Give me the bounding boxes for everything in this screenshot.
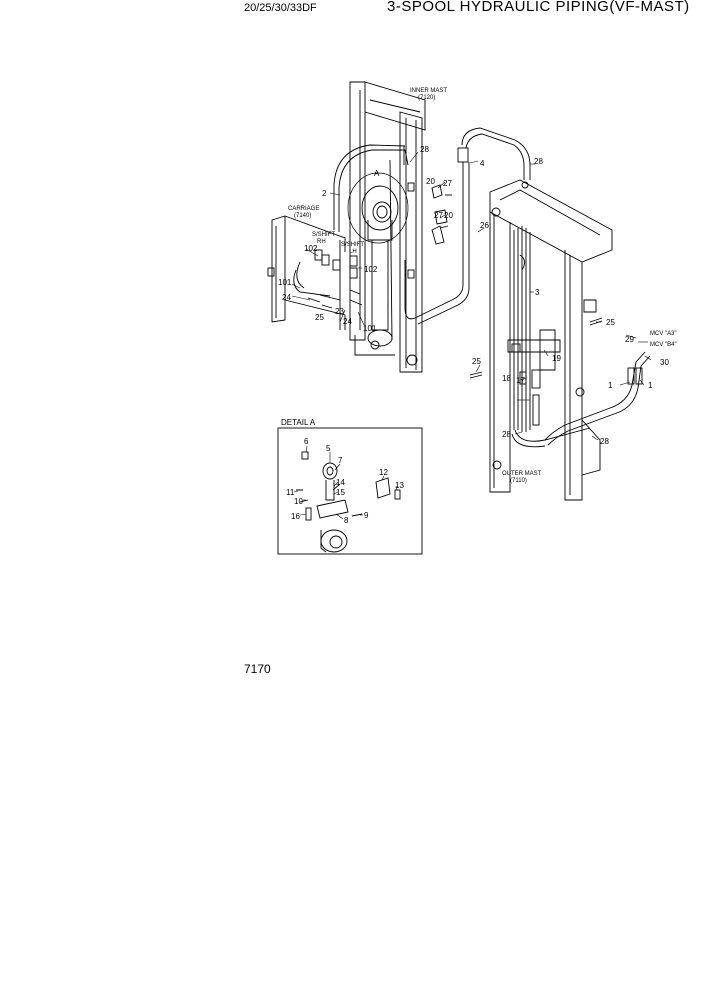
lift-hose-bundle-3: [513, 226, 531, 432]
callout-3: 3: [535, 288, 540, 297]
callout-101: 101: [278, 278, 292, 287]
callout-27: 27: [443, 179, 452, 188]
outer-mast: [489, 179, 613, 501]
callout-28: 28: [502, 430, 511, 439]
detail-callout-5: 5: [326, 444, 331, 453]
inner-mast-code: (7120): [418, 95, 435, 101]
tilt-cylinder-upper: [361, 185, 399, 347]
callout-27: 27: [434, 211, 443, 220]
hose-1: [544, 351, 651, 446]
fittings-17-18: [507, 339, 561, 426]
detail-callout-11: 11: [286, 488, 295, 497]
detail-callout-14: 14: [336, 478, 345, 487]
detail-a-callout-circle: [347, 172, 409, 244]
callout-1: 1: [648, 381, 653, 390]
detail-callout-12: 12: [379, 468, 388, 477]
bolt-25-right: [589, 317, 603, 326]
callout-24: 24: [282, 293, 291, 302]
detail-a-callout-letter: A: [374, 169, 380, 178]
callout-20: 20: [444, 211, 453, 220]
callout-30: 30: [660, 358, 669, 367]
callout-19: 19: [552, 354, 561, 363]
callout-25: 25: [606, 318, 615, 327]
callout-28: 28: [420, 145, 429, 154]
mcv-b4-label: MCV "B4": [650, 342, 677, 348]
brackets-20-27: [431, 184, 452, 245]
sideshift-rh-side: RH: [317, 239, 326, 245]
sideshift-lh-side: LH: [349, 249, 357, 255]
mcv-a3-label: MCV "A3": [650, 331, 677, 337]
callout-4: 4: [480, 159, 485, 168]
detail-callout-8: 8: [344, 516, 349, 525]
inner-mast: [349, 81, 426, 373]
hose-4: [404, 127, 531, 325]
detail-callout-7: 7: [338, 456, 343, 465]
callout-1: 1: [608, 381, 613, 390]
carriage-label: CARRIAGE: [288, 206, 319, 212]
callout-25: 25: [472, 357, 481, 366]
page-title: 3-SPOOL HYDRAULIC PIPING(VF-MAST): [387, 0, 690, 15]
callout-29: 29: [625, 335, 634, 344]
model-number: 20/25/30/33DF: [244, 2, 317, 14]
sideshift-lh-label: S/SHIFT: [341, 242, 364, 248]
detail-a-title: DETAIL A: [281, 418, 316, 427]
detail-callout-9: 9: [364, 511, 369, 520]
carriage: [267, 215, 346, 330]
inner-mast-label: INNER MAST: [410, 88, 447, 94]
outer-mast-code: (7110): [510, 478, 527, 484]
detail-callout-10: 10: [294, 497, 303, 506]
callout-26: 26: [480, 221, 489, 230]
outer-mast-label: OUTER MAST: [502, 471, 542, 477]
hose-28-lower: [511, 427, 591, 448]
callout-24: 24: [343, 317, 352, 326]
sideshift-rh-label: S/SHIFT: [312, 232, 335, 238]
callout-17: 17: [516, 376, 525, 385]
detail-a-leaders: [293, 445, 398, 520]
callout-28: 28: [600, 437, 609, 446]
callout-20: 20: [426, 177, 435, 186]
detail-callout-15: 15: [336, 488, 345, 497]
callout-102: 102: [304, 244, 318, 253]
callout-23: 23: [335, 307, 344, 316]
sideshift-fittings: [307, 249, 363, 309]
callout-102: 102: [364, 265, 378, 274]
leader-lines: [291, 151, 652, 441]
detail-a-frame: [277, 427, 423, 555]
carriage-code: (7140): [294, 213, 311, 219]
callout-18: 18: [502, 374, 511, 383]
detail-callout-6: 6: [304, 437, 309, 446]
callout-25: 25: [315, 313, 324, 322]
callout-101: 101: [363, 324, 377, 333]
callout-28: 28: [534, 157, 543, 166]
hose-2: [333, 144, 409, 232]
detail-a-parts: [296, 451, 401, 553]
callout-2: 2: [322, 189, 327, 198]
detail-callout-13: 13: [395, 481, 404, 490]
bolt-25-left: [469, 371, 483, 379]
page-number: 7170: [244, 662, 271, 676]
detail-callout-16: 16: [291, 512, 300, 521]
